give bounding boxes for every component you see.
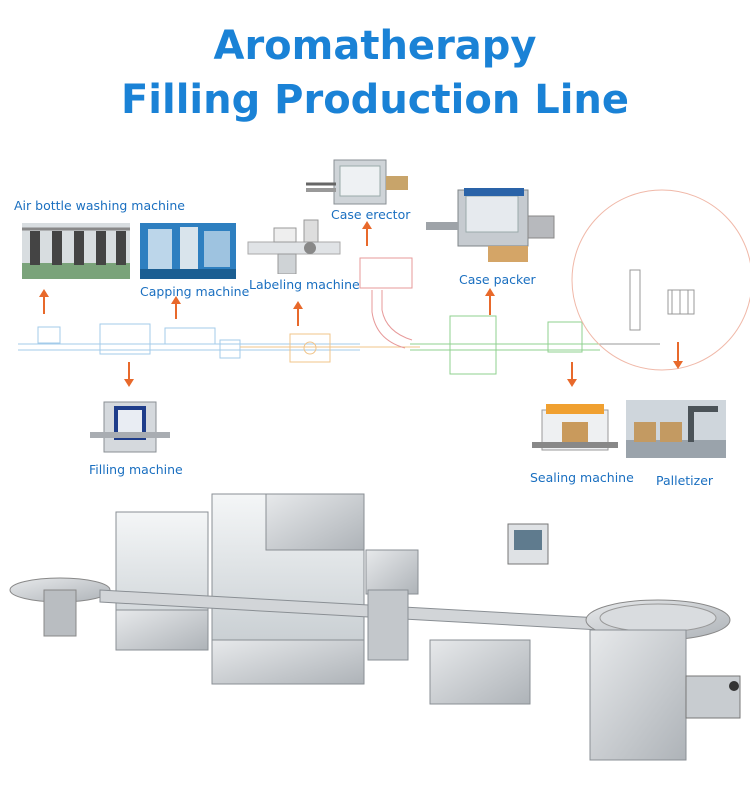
label-case-erector: Case erector [331,207,411,222]
air-washing-machine-image [22,223,130,279]
arrow-filling [124,362,134,387]
label-palletizer: Palletizer [656,473,714,488]
title-line-2: Filling Production Line [120,77,630,123]
labeling-machine-image [247,219,341,274]
arrow-sealing [567,362,577,387]
case-packer-image [426,188,555,262]
production-line-image [9,493,741,761]
label-air-washing: Air bottle washing machine [14,198,185,213]
arrow-labeling [293,301,303,326]
arrow-capping [171,296,181,319]
case-erector-image [306,159,408,205]
label-case-packer: Case packer [459,272,536,287]
arrow-case-erector [362,221,372,246]
capping-machine-image [140,223,236,279]
label-capping: Capping machine [140,284,250,299]
arrow-case-packer [485,288,495,315]
label-labeling: Labeling machine [249,277,360,292]
arrow-air-washing [39,289,49,314]
label-filling: Filling machine [89,462,183,477]
title-line-1: Aromatherapy [213,23,537,69]
sealing-machine-image [532,404,618,451]
filling-machine-image [90,401,170,453]
palletizer-image [626,400,726,458]
label-sealing: Sealing machine [530,470,634,485]
arrow-palletizer [673,342,683,369]
